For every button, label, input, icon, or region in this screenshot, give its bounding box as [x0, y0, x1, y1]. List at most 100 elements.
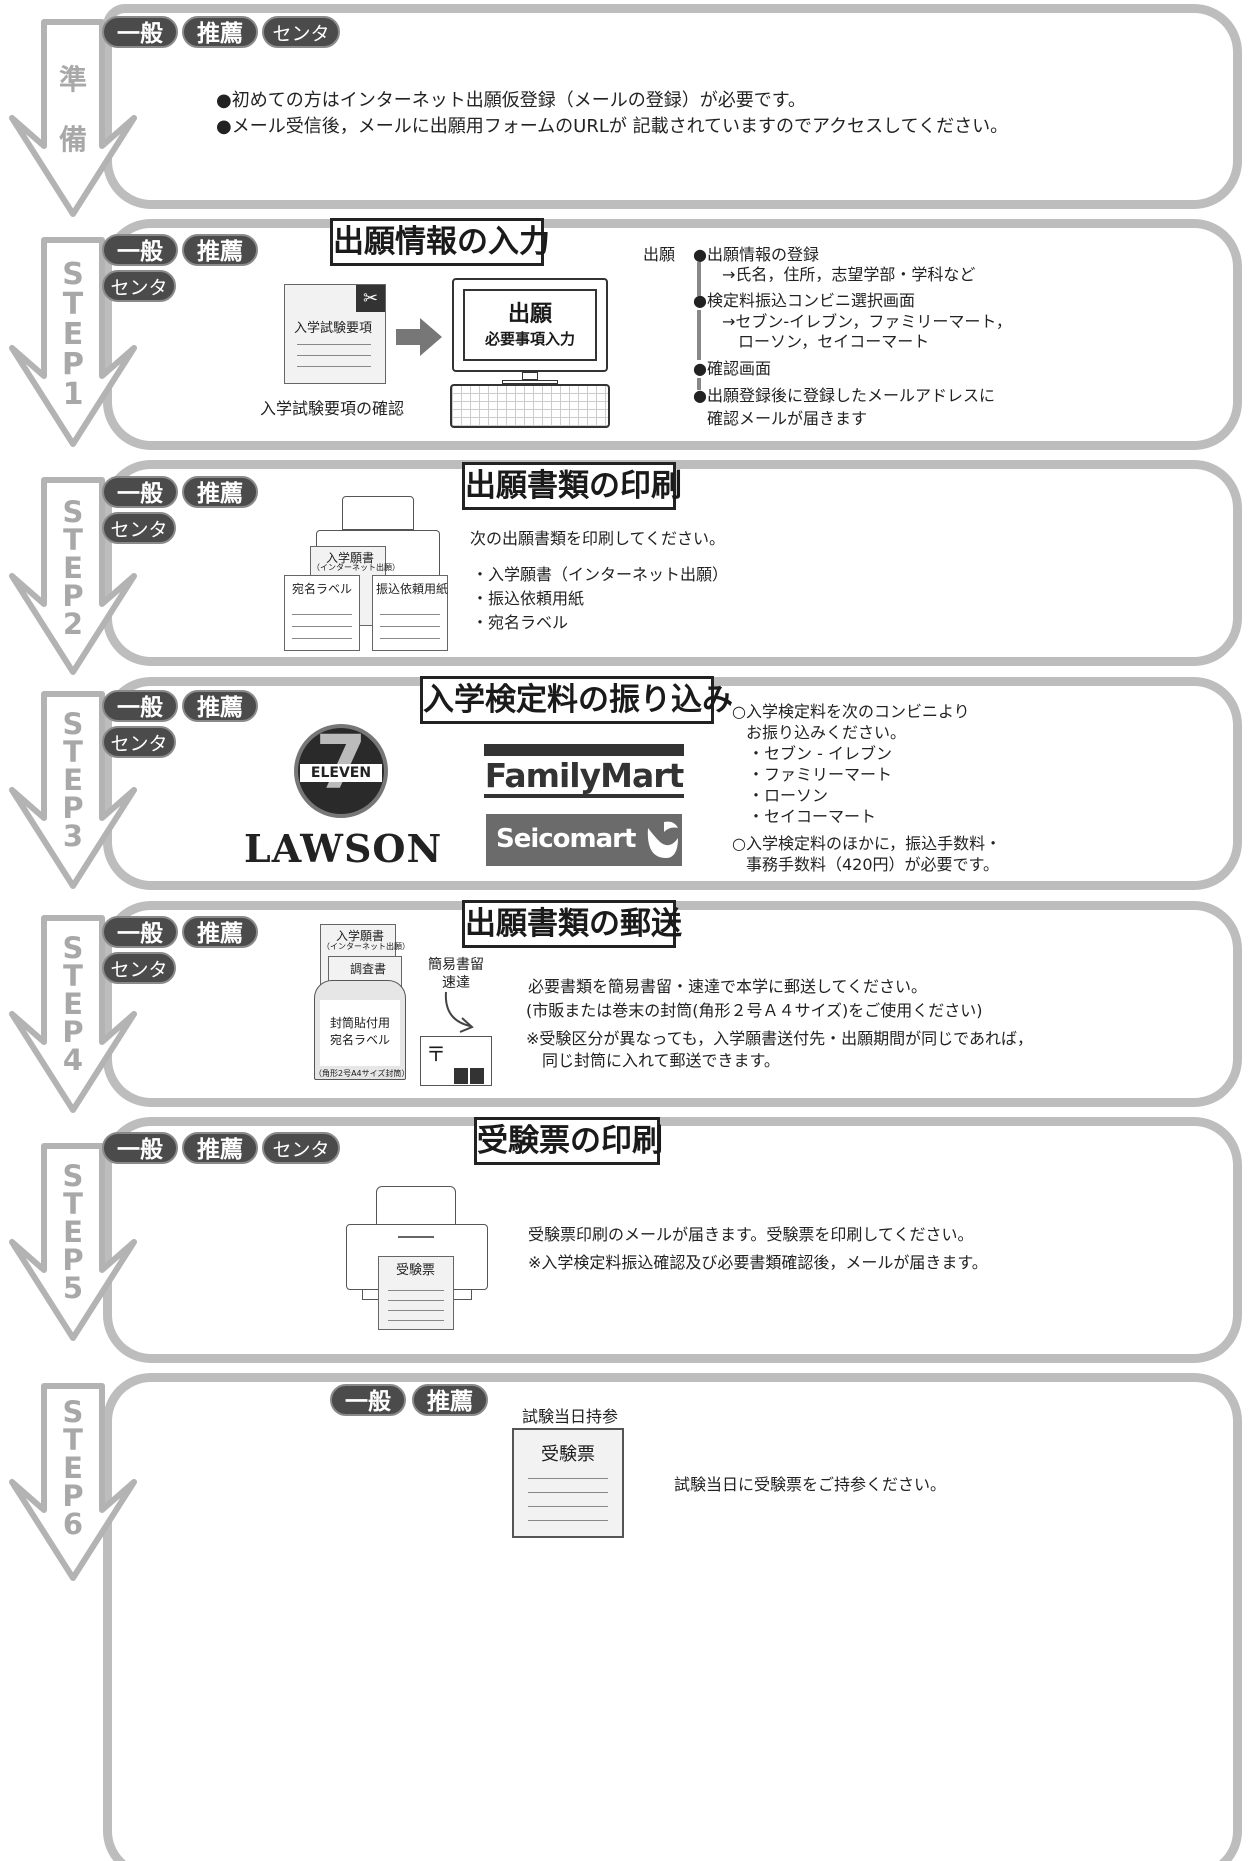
curved-arrow-icon	[444, 991, 474, 1033]
lawson-logo: LAWSON	[244, 826, 443, 871]
ticket-printout-label: 受験票	[396, 1263, 436, 1278]
step2-label-S: S	[62, 495, 84, 529]
transfer-line	[380, 638, 440, 639]
step4-line-4: 同じ封筒に入れて郵送できます。	[542, 1051, 780, 1070]
printer-slot	[398, 1236, 434, 1238]
step5-label-P: P	[62, 1243, 84, 1277]
step6-label-E: E	[63, 1451, 83, 1485]
address-line	[292, 638, 352, 639]
envelope-line1: 封筒貼付用	[329, 1016, 390, 1030]
step6-text: 試験当日に受験票をご持参ください。	[674, 1475, 947, 1494]
seicomart-text: Seicomart	[496, 824, 636, 854]
step2-label-num: 2	[62, 607, 84, 641]
step3-label-P: P	[62, 791, 84, 825]
step4-label-T: T	[63, 959, 83, 993]
down-arrow-icon	[9, 477, 137, 675]
step1-label-E: E	[62, 317, 84, 352]
down-arrow-icon	[9, 237, 137, 447]
step3-label-E: E	[63, 763, 83, 797]
step1-flow-1: ●出願情報の登録	[693, 245, 819, 264]
step2-label-E: E	[63, 551, 83, 585]
envelope-label	[320, 1000, 400, 1066]
step3-badge-recommended: 推薦	[182, 690, 258, 722]
step2-item-3: ・宛名ラベル	[472, 613, 569, 632]
step2-intro: 次の出願書類を印刷してください。	[470, 529, 726, 548]
envelope-note: （角形2号A4サイズ封筒）	[314, 1069, 410, 1078]
ticket-line	[388, 1310, 444, 1311]
step2-title: 出願書類の印刷	[462, 462, 682, 510]
transfer-line	[380, 614, 440, 615]
step2-item-1: ・入学願書（インターネット出願）	[472, 565, 729, 584]
step3-label-T: T	[63, 735, 83, 769]
step4-line-2: (市販または巻末の封筒(角形２号Ａ４サイズ)をご使用ください)	[526, 1001, 983, 1020]
step3-arrow: S T E P 3	[6, 690, 140, 890]
step3-line-1: ○入学検定料を次のコンビニより	[732, 702, 970, 721]
pdf-icon: ✂	[356, 285, 385, 312]
exam-ticket-line	[528, 1492, 608, 1493]
pdf-doc-line	[297, 366, 371, 367]
step5-title: 受験票の印刷	[474, 1117, 663, 1165]
step4-badge-recommended: 推薦	[182, 916, 258, 948]
step3-badge-general: 一般	[102, 690, 178, 722]
step6-badge-general: 一般	[330, 1384, 406, 1416]
step1-label-S: S	[62, 257, 84, 292]
ticket-line	[388, 1300, 444, 1301]
down-arrow-icon	[9, 1383, 137, 1581]
exam-ticket-line	[528, 1520, 608, 1521]
step3-line-4: ・ファミリーマート	[748, 765, 893, 784]
step3-title: 入学検定料の振り込み	[420, 676, 733, 724]
badge-recommended: 推薦	[182, 16, 258, 48]
flow-connector	[697, 310, 701, 360]
down-arrow-icon	[9, 19, 137, 217]
step3-line-3: ・セブン - イレブン	[748, 744, 892, 763]
step6-bring-label: 試験当日持参	[522, 1407, 619, 1426]
step2-badge-recommended: 推薦	[182, 476, 258, 508]
flow-connector	[697, 262, 701, 296]
right-arrow-icon	[396, 318, 442, 356]
step1-flow-2: →氏名，住所，志望学部・学科など	[722, 265, 976, 284]
application-label: 入学願書	[336, 929, 385, 943]
step1-badge-recommended: 推薦	[182, 234, 258, 266]
step1-label-T: T	[62, 287, 84, 322]
badge-general: 一般	[102, 16, 178, 48]
application-sublabel: （インターネット出願）	[322, 942, 410, 951]
keyboard	[450, 384, 610, 428]
step5-arrow: S T E P 5	[6, 1142, 140, 1342]
exam-ticket-label: 受験票	[541, 1444, 595, 1465]
monitor-title: 出願	[507, 302, 552, 327]
step1-flow-5: ローソン，セイコーマート	[738, 332, 930, 351]
prep-arrow: 準 備	[6, 18, 140, 218]
mailbox-slot	[454, 1068, 468, 1084]
transfer-form-text: 振込依頼用紙	[376, 582, 449, 596]
step3-line-2: お振り込みください。	[746, 723, 907, 742]
step4-line-1: 必要書類を簡易書留・速達で本学に郵送してください。	[528, 977, 928, 996]
step1-flow-6: ●確認画面	[693, 359, 771, 378]
familymart-bar-top	[484, 744, 684, 756]
step4-title: 出願書類の郵送	[462, 900, 682, 948]
address-line	[292, 626, 352, 627]
exam-ticket-line	[528, 1478, 608, 1479]
step1-badge-general: 一般	[102, 234, 178, 266]
envelope-line2: 宛名ラベル	[329, 1033, 390, 1047]
seven-eleven-numeral: 7	[315, 720, 367, 806]
monitor-base	[502, 380, 558, 384]
badge-center: センター	[262, 16, 340, 77]
printer-top	[342, 496, 414, 530]
survey-label: 調査書	[350, 962, 387, 976]
step5-badge-recommended: 推薦	[182, 1132, 258, 1164]
mailbox-slot	[470, 1068, 484, 1084]
pdf-doc-label: 入学試験要項	[294, 321, 373, 336]
step1-flow-7: ●出願登録後に登録したメールアドレスに	[693, 386, 995, 405]
step3-label-num: 3	[62, 819, 84, 853]
ticket-line	[388, 1320, 444, 1321]
prep-label-1: 準	[58, 63, 87, 96]
transfer-line	[380, 626, 440, 627]
step2-badge-center: センター	[102, 512, 176, 573]
step6-panel	[103, 1373, 1242, 1861]
step6-badge-recommended: 推薦	[412, 1384, 488, 1416]
step1-arrow: S T E P 1	[6, 236, 140, 448]
step3-badge-center: センター	[102, 726, 176, 787]
step1-flow-4: →セブン-イレブン，ファミリーマート，	[722, 312, 1012, 331]
seicomart-bird-icon	[647, 821, 678, 858]
exam-ticket	[512, 1428, 624, 1538]
